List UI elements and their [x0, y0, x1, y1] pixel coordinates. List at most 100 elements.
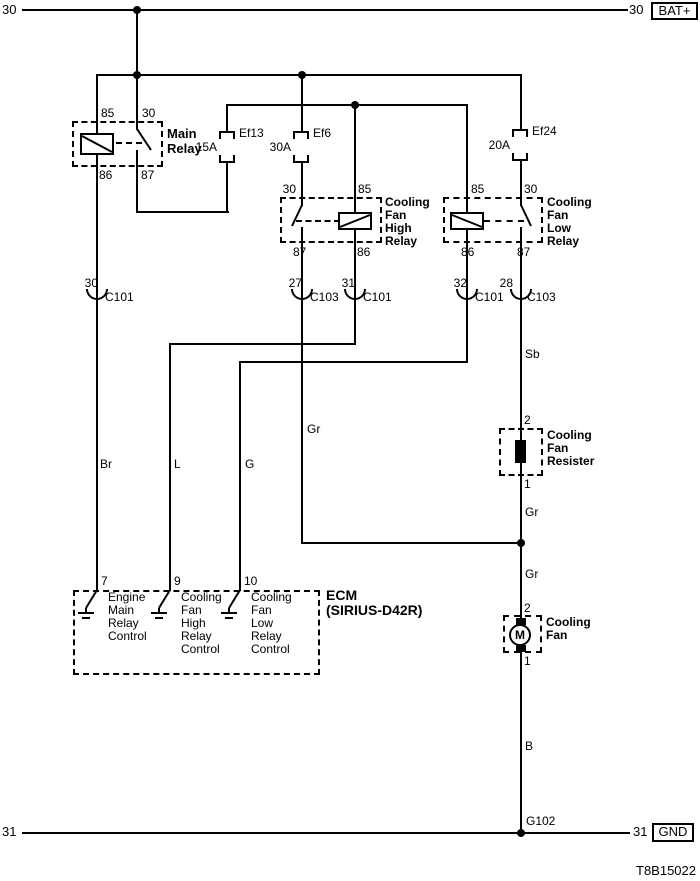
wire [239, 361, 241, 591]
low-relay-pin-30: 30 [524, 182, 538, 196]
high-relay-pin-30: 30 [282, 182, 296, 196]
wire [466, 104, 468, 213]
low-relay-label: Cooling [547, 195, 592, 209]
wire-color-gr-lower: Gr [525, 567, 539, 581]
wire [520, 74, 522, 130]
fuse-ef13-name: Ef13 [239, 126, 264, 140]
main-relay-box [72, 121, 163, 167]
wire [96, 154, 98, 590]
battery-box: BAT+ [651, 2, 698, 20]
wire [520, 161, 522, 206]
relay-link [484, 220, 524, 222]
connector-28-name: C103 [527, 290, 556, 304]
ecm-pin-7: 7 [101, 574, 108, 588]
ground-icon [78, 589, 98, 619]
main-relay-label: Relay [167, 141, 202, 156]
ecm-pin10-label: Low [251, 616, 274, 630]
rail-30-left-label: 30 [2, 2, 17, 17]
ecm-pin7-label: Relay [108, 616, 139, 630]
junction-dot [133, 6, 141, 14]
motor-icon [509, 624, 531, 646]
wire [301, 162, 303, 206]
rail-30-right-label: 30 [629, 2, 644, 17]
fuse-icon [219, 131, 235, 139]
low-relay-pin-87: 87 [517, 245, 531, 259]
wire [301, 542, 523, 544]
high-relay-label: Fan [385, 208, 407, 222]
fan-label: Fan [546, 628, 568, 642]
ecm-pin10-label: Cooling [251, 590, 292, 604]
fuse-ef24-name: Ef24 [532, 124, 557, 138]
ecm-pin10-label: Fan [251, 603, 272, 617]
connector-30-pin: 30 [84, 276, 98, 290]
ecm-pin7-label: Main [108, 603, 135, 617]
high-relay-pin-85: 85 [358, 182, 372, 196]
high-relay-box [280, 197, 382, 243]
wire-color-sb: Sb [525, 347, 540, 361]
resistor-pin-1: 1 [524, 477, 531, 491]
resistor-label: Cooling [547, 428, 592, 442]
wire [136, 9, 138, 76]
diagram-id: T8B15022 [636, 863, 696, 878]
wire [466, 229, 468, 363]
ground-icon [221, 589, 241, 619]
wire [354, 229, 356, 345]
main-relay-pin-87: 87 [141, 168, 155, 182]
wire [96, 74, 98, 134]
relay-link [116, 142, 142, 144]
resistor-label: Fan [547, 441, 569, 455]
battery-label: BAT+ [658, 3, 691, 18]
connector-icon [86, 288, 108, 300]
resistor-pin-2: 2 [524, 413, 531, 427]
motor-brush-icon [516, 618, 526, 625]
main-relay-label: Main [167, 126, 197, 141]
fan-box [503, 615, 542, 653]
fuse-ef24-rating: 20A [488, 138, 510, 152]
wire [169, 343, 171, 591]
wire-color-gr-branch: Gr [307, 422, 321, 436]
motor-brush-icon [516, 645, 526, 652]
wire [301, 227, 303, 544]
fuse-icon [512, 153, 528, 161]
ground-icon [151, 589, 171, 619]
ecm-pin10-label: Relay [251, 629, 282, 643]
ecm-pin9-label: Relay [181, 629, 212, 643]
wire [136, 150, 138, 213]
low-relay-box [443, 197, 543, 243]
connector-32-name: C101 [475, 290, 504, 304]
fuse-ef6-rating: 30A [269, 140, 291, 154]
wire [226, 162, 228, 213]
rail-31-left-label: 31 [2, 824, 17, 839]
connector-icon [510, 288, 532, 300]
wire [169, 343, 356, 345]
high-relay-label: Relay [385, 234, 418, 248]
relay-link [296, 220, 340, 222]
wire-color-g: G [245, 457, 255, 471]
wire-color-l: L [174, 457, 181, 471]
connector-icon [456, 288, 478, 300]
fan-pin-1: 1 [524, 654, 531, 668]
connector-icon [291, 288, 313, 300]
fuse-ef6-name: Ef6 [313, 126, 332, 140]
relay-switch-icon [136, 128, 152, 151]
connector-27-name: C103 [310, 290, 339, 304]
connector-28-pin: 28 [499, 276, 513, 290]
ecm-pin7-label: Engine [108, 590, 146, 604]
ecm-pin10-label: Control [251, 642, 290, 656]
ecm-pin9-label: High [181, 616, 206, 630]
resistor-icon [515, 440, 526, 463]
ecm-pin7-label: Control [108, 629, 147, 643]
ecm-title: ECM [326, 587, 358, 603]
rail-31-right-label: 31 [633, 824, 648, 839]
high-relay-pin-86: 86 [357, 245, 371, 259]
ecm-pin-9: 9 [174, 574, 181, 588]
low-relay-label: Low [547, 221, 571, 235]
relay-switch-icon [520, 204, 532, 227]
main-relay-pin-86: 86 [99, 168, 113, 182]
wire [239, 361, 468, 363]
junction-dot [517, 829, 525, 837]
motor-letter: M [515, 628, 525, 642]
wire [520, 227, 522, 440]
ecm-pin9-label: Fan [181, 603, 202, 617]
